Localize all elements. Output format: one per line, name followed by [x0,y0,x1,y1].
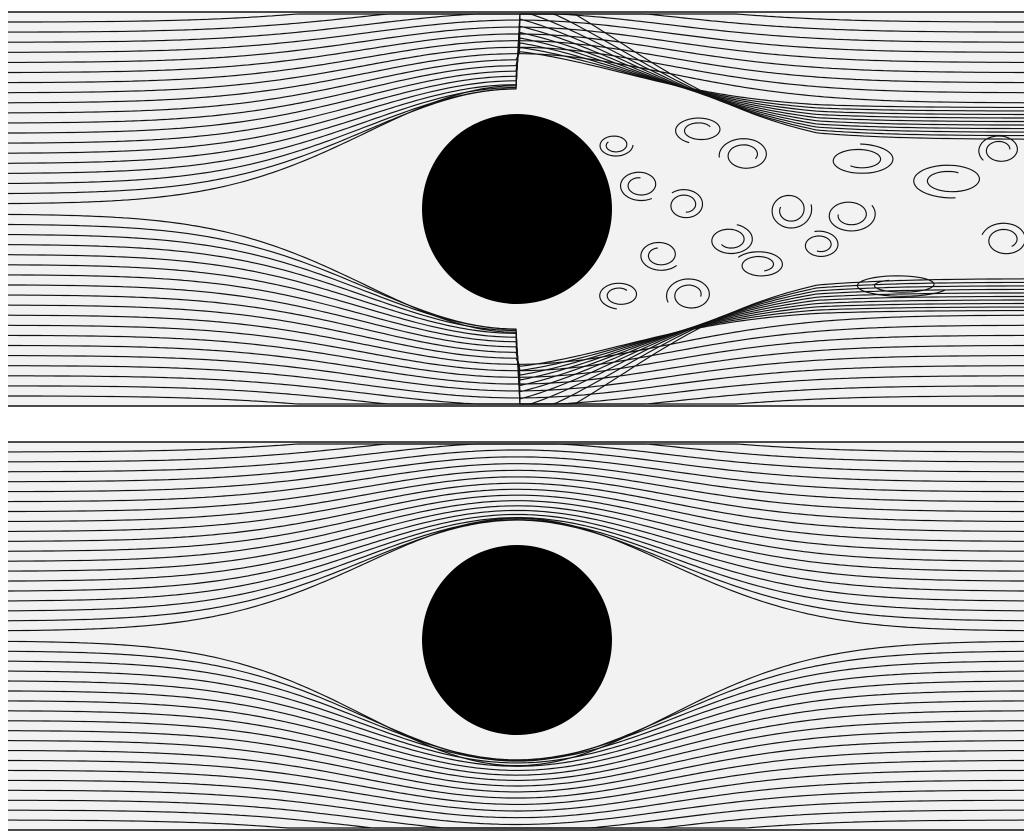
cylinder-obstacle [422,114,612,304]
laminar-flow-diagram [0,430,1024,834]
turbulent-wake-panel [0,0,1024,420]
cylinder-obstacle [422,545,612,735]
turbulent-wake-diagram [0,0,1024,420]
laminar-flow-panel [0,430,1024,834]
